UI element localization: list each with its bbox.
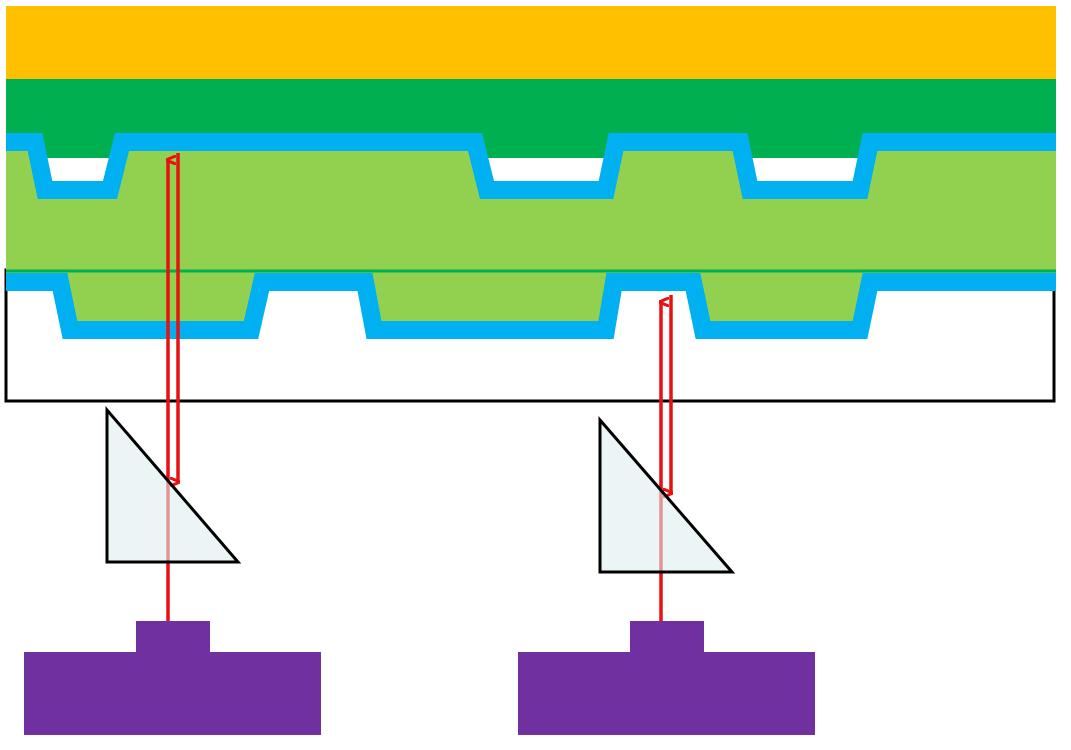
label-layer [6, 6, 1056, 79]
right-optical-head-emitter [630, 621, 704, 653]
left-prism [105, 405, 242, 564]
left-optical-head-base [24, 652, 321, 735]
right-optical-pickup [518, 295, 815, 735]
left-optical-pickup [24, 153, 321, 735]
lower-reflective-layer [6, 273, 1056, 339]
right-prism [598, 415, 736, 574]
left-optical-head-emitter [136, 621, 210, 653]
spacer-layer [6, 142, 1056, 330]
right-optical-head-base [518, 652, 815, 735]
upper-reflective-layer [6, 133, 1056, 199]
